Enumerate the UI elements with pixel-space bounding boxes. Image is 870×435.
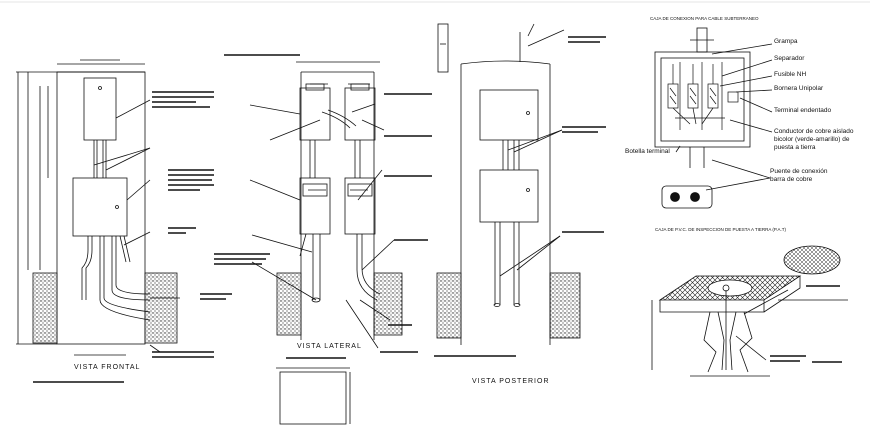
label-conductor-2: bicolor (verde-amarillo) de	[774, 136, 850, 143]
side-view	[214, 54, 432, 425]
label-bornera: Bornera Unipolar	[774, 85, 824, 92]
label-conductor-3: puesta a tierra	[774, 144, 816, 151]
inspection-box	[651, 245, 848, 377]
label-conductor-1: Conductor de cobre aislado	[774, 128, 854, 135]
label-terminal: Terminal endentado	[774, 107, 832, 114]
label-puente-1: Puente de conexión	[770, 168, 828, 175]
small-box-detail	[279, 371, 347, 425]
connection-box-front	[72, 177, 128, 237]
soil-left-lat	[276, 272, 302, 336]
meter-box	[83, 77, 117, 141]
label-grampa: Grampa	[774, 38, 798, 45]
soil-right	[144, 272, 178, 344]
rear-view	[434, 23, 606, 357]
connection-box-title: CAJA DE CONEXION PARA CABLE SUBTERRANEO	[650, 16, 759, 21]
connection-box-detail	[654, 27, 773, 209]
label-puente-2: barra de cobre	[770, 176, 813, 183]
label-separador: Separador	[774, 55, 805, 62]
caption-vista-frontal: VISTA FRONTAL	[74, 364, 141, 371]
inspection-box-title: CAJA DE P.V.C. DE INSPECCION DE PUESTA A…	[655, 227, 787, 232]
label-botella: Botella terminal	[625, 148, 670, 155]
caption-vista-lateral: VISTA LATERAL	[297, 343, 362, 350]
front-view	[16, 59, 232, 383]
caption-vista-posterior: VISTA POSTERIOR	[472, 378, 550, 385]
soil-left	[32, 272, 58, 344]
label-fusible: Fusible NH	[774, 71, 807, 78]
